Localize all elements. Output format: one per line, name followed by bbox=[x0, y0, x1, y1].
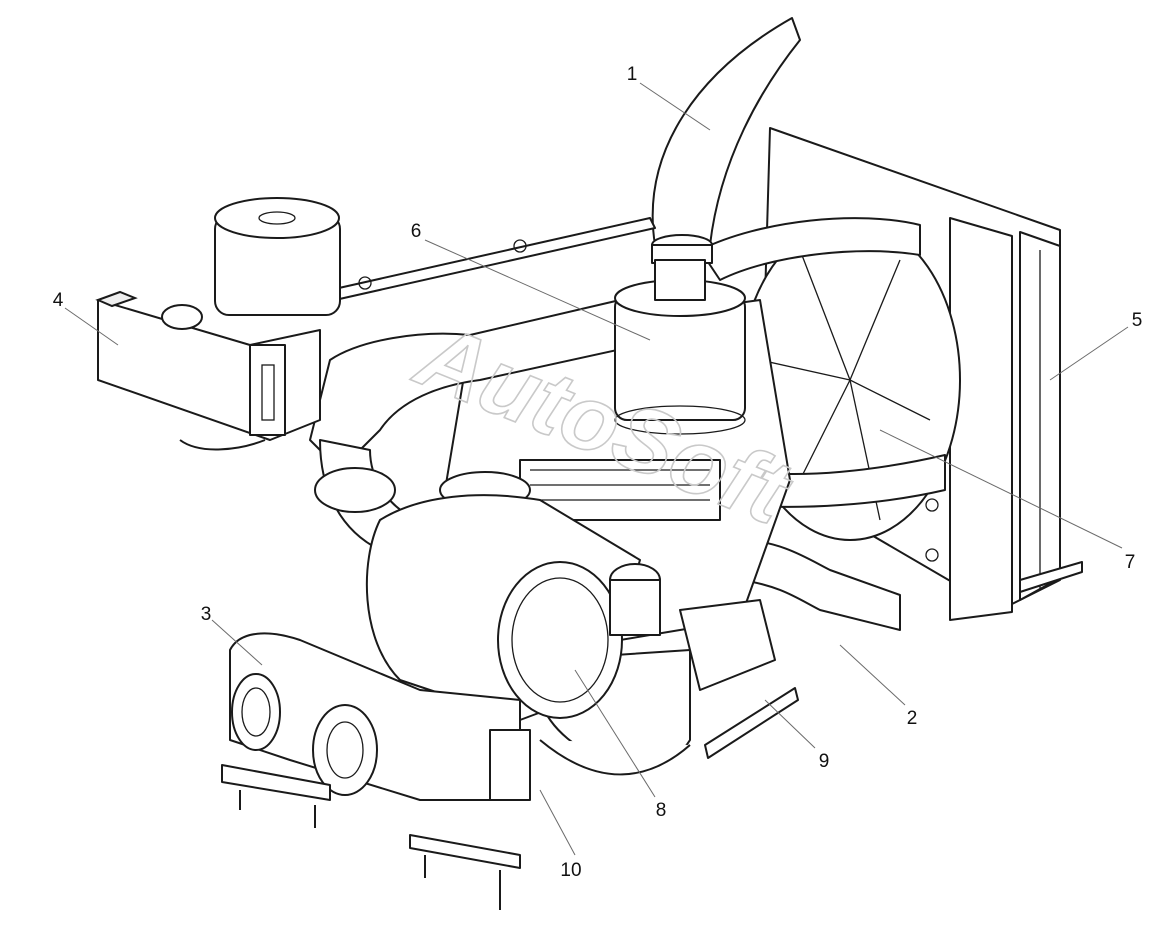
air-cleaner bbox=[365, 494, 661, 721]
callout-3: 3 bbox=[201, 604, 212, 625]
oil-pan bbox=[539, 739, 691, 776]
callout-labels: 1 2 3 4 5 6 7 8 9 10 bbox=[53, 64, 1143, 881]
coolant-hoses bbox=[699, 217, 946, 631]
callout-10: 10 bbox=[560, 860, 581, 881]
gearbox bbox=[221, 632, 531, 910]
upper-rail bbox=[329, 217, 656, 301]
leader-5 bbox=[1049, 326, 1129, 381]
leader-9 bbox=[764, 699, 816, 749]
leader-3 bbox=[211, 619, 263, 666]
leader-2 bbox=[839, 644, 906, 706]
air-filter-housing bbox=[614, 259, 746, 435]
callout-7: 7 bbox=[1125, 552, 1136, 573]
callout-8: 8 bbox=[656, 800, 667, 821]
callout-4: 4 bbox=[53, 290, 64, 311]
callout-2: 2 bbox=[907, 708, 918, 729]
air-intake-pipe bbox=[651, 17, 801, 264]
callout-5: 5 bbox=[1132, 310, 1143, 331]
leader-4 bbox=[64, 307, 119, 346]
leader-6 bbox=[424, 239, 651, 341]
pre-cleaner bbox=[214, 197, 341, 316]
leader-10 bbox=[539, 789, 576, 856]
leader-1 bbox=[639, 82, 711, 131]
callout-1: 1 bbox=[627, 64, 638, 85]
oil-pump bbox=[679, 599, 799, 759]
callout-9: 9 bbox=[819, 751, 830, 772]
leader-7 bbox=[879, 429, 1123, 549]
leader-8 bbox=[574, 669, 656, 798]
callout-6: 6 bbox=[411, 221, 422, 242]
expansion-tank bbox=[95, 290, 321, 451]
leader-lines bbox=[64, 82, 1129, 856]
